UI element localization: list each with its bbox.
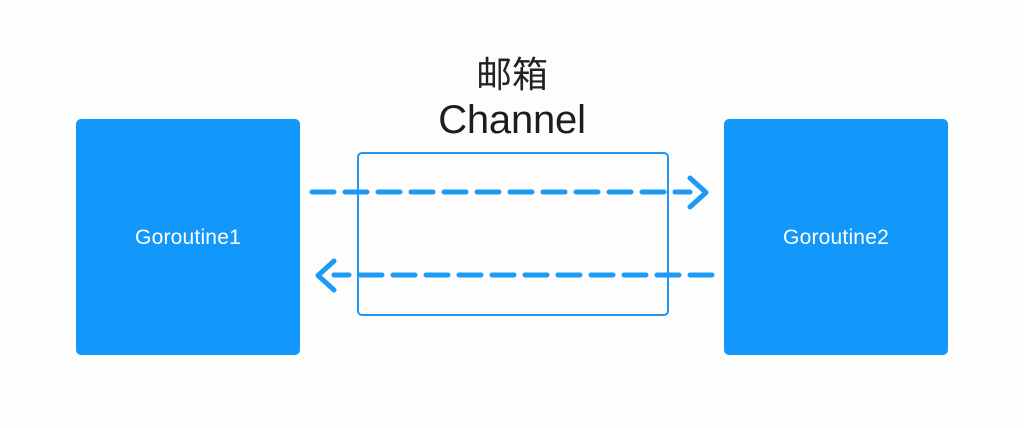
send-arrowhead-icon: [687, 175, 709, 210]
channel-title-latin: Channel: [438, 97, 586, 142]
receive-arrowhead-icon: [315, 258, 337, 293]
goroutine2-label: Goroutine2: [783, 225, 889, 249]
channel-title: 邮箱 Channel: [0, 55, 1024, 142]
channel-title-cjk: 邮箱: [475, 55, 548, 96]
send-arrow[interactable]: [309, 175, 709, 210]
goroutine1-label: Goroutine1: [135, 225, 241, 249]
receive-arrow[interactable]: [315, 258, 715, 293]
goroutine1-node[interactable]: Goroutine1: [76, 119, 300, 355]
channel-rect[interactable]: [357, 152, 669, 316]
goroutine2-node[interactable]: Goroutine2: [724, 119, 948, 355]
